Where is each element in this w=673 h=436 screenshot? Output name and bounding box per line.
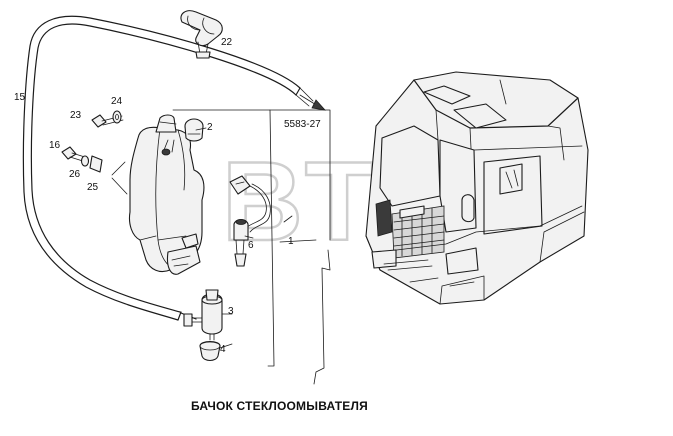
hose-connector-arrow [299,94,327,111]
reference-code: 5583-27 [284,119,321,130]
grommet [199,340,221,362]
washer-pump [183,289,223,341]
hose-clip [180,10,223,59]
callout-16: 16 [49,140,61,151]
callout-1: 1 [288,236,294,247]
diagram-caption: БАЧОК СТЕКЛООМЫВАТЕЛЯ [191,399,368,413]
spacer-25 [89,155,103,173]
callout-6: 6 [248,240,254,251]
callout-3: 3 [228,306,234,317]
washer-reservoir [128,126,205,275]
bolt-leader-lines [111,161,128,195]
truck-cab [365,71,589,305]
callout-22: 22 [221,37,233,48]
callout-2: 2 [207,122,213,133]
callout-15: 15 [14,92,26,103]
assembly-bracket-lines [172,109,331,385]
washer-hose [22,15,314,321]
callout-26: 26 [69,169,81,180]
callout-23: 23 [70,110,82,121]
washer-24 [112,110,122,124]
level-sensor [229,175,271,267]
callout-25: 25 [87,182,99,193]
callout-24: 24 [111,96,123,107]
callout-4: 4 [220,344,226,355]
washer-26 [80,155,90,167]
